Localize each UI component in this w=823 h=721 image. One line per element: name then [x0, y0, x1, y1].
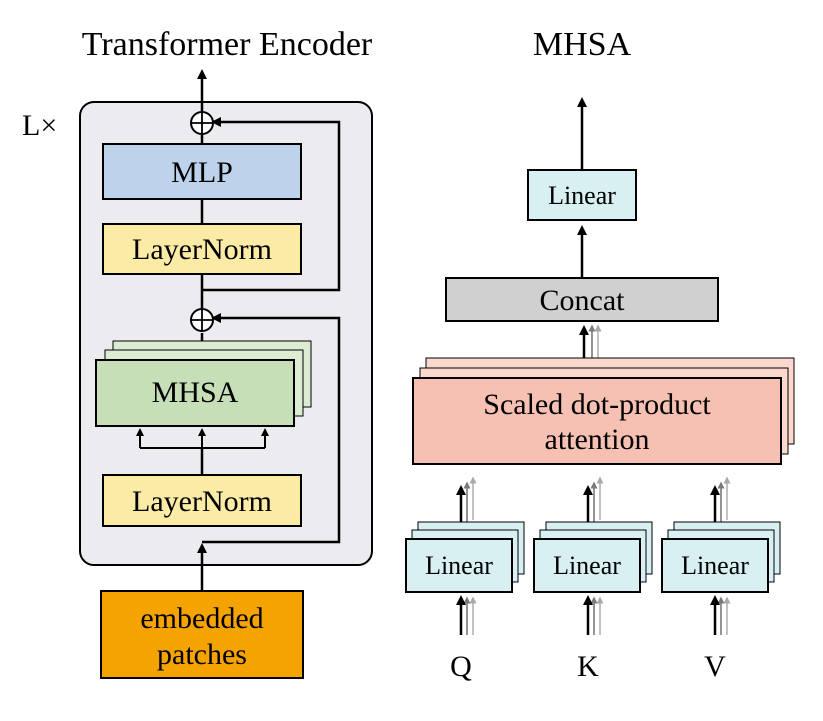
embedded-label-line2: patches — [157, 638, 247, 671]
linear-k-label: Linear — [553, 551, 621, 580]
linear-k-group — [533, 476, 653, 635]
attention-label-line1: Scaled dot-product — [483, 388, 711, 421]
residual-second — [202, 117, 341, 292]
embedded-patches-block — [100, 590, 304, 679]
mhsa-label: MHSA — [152, 376, 239, 409]
linear-q-label: Linear — [425, 551, 493, 580]
encoder-title: Transformer Encoder — [82, 26, 373, 63]
attention-label-line2: attention — [545, 423, 650, 456]
mhsa-block — [95, 359, 295, 427]
mhsa-title: MHSA — [533, 26, 632, 63]
mlp-label: MLP — [171, 156, 233, 189]
linear-q-group — [405, 476, 525, 635]
add-node-top — [190, 111, 214, 135]
encoder-container — [79, 101, 373, 566]
concat-block — [445, 277, 719, 322]
linear-out-label: Linear — [548, 181, 616, 210]
linear-k-block — [533, 538, 641, 593]
repeat-label: L× — [22, 109, 57, 142]
input-v-label: V — [704, 650, 726, 683]
concat-label: Concat — [540, 284, 626, 317]
linear-q-block — [405, 538, 513, 593]
embedded-label-line1: embedded — [140, 602, 263, 635]
layernorm-top-block — [102, 223, 302, 275]
linear-out-block — [527, 169, 637, 221]
linear-v-block — [661, 538, 769, 593]
layernorm-top-label: LayerNorm — [132, 233, 272, 266]
add-node-bottom — [190, 308, 214, 332]
residual-first — [202, 313, 341, 544]
layernorm-bottom-block — [102, 474, 302, 527]
linear-v-group — [661, 476, 781, 635]
input-k-label: K — [577, 650, 599, 683]
attention-block — [412, 377, 782, 465]
input-q-label: Q — [450, 650, 472, 683]
linear-v-label: Linear — [681, 551, 749, 580]
mlp-block — [102, 143, 302, 200]
layernorm-bottom-label: LayerNorm — [132, 485, 272, 518]
